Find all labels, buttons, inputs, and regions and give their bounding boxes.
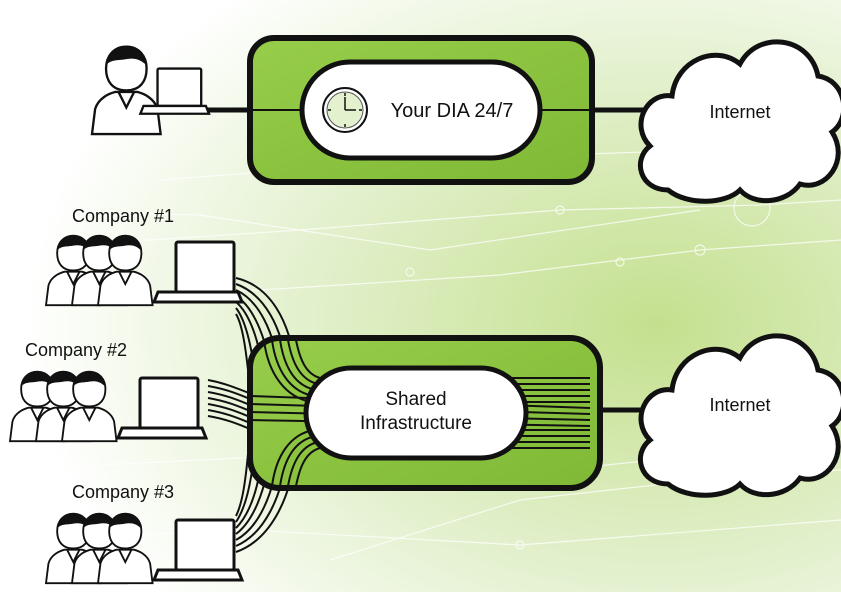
internet-label-top: Internet	[709, 102, 770, 122]
shared-label-line2: Infrastructure	[360, 413, 472, 434]
dia-pill	[299, 59, 543, 161]
dia-label: Your DIA 24/7	[391, 100, 514, 122]
shared-box-outline	[247, 335, 603, 491]
cloud-icon-top	[637, 39, 841, 204]
cloud-icon-bottom	[637, 333, 841, 498]
shared-label-line1: Shared	[385, 389, 446, 410]
clock-icon	[322, 87, 368, 133]
shared-pill	[303, 365, 529, 461]
company-3-label: Company #3	[72, 482, 174, 502]
shared-box-fibers	[250, 339, 591, 487]
company-1-label: Company #1	[72, 206, 174, 226]
company-2-label: Company #2	[25, 340, 127, 360]
internet-label-bottom: Internet	[709, 395, 770, 415]
